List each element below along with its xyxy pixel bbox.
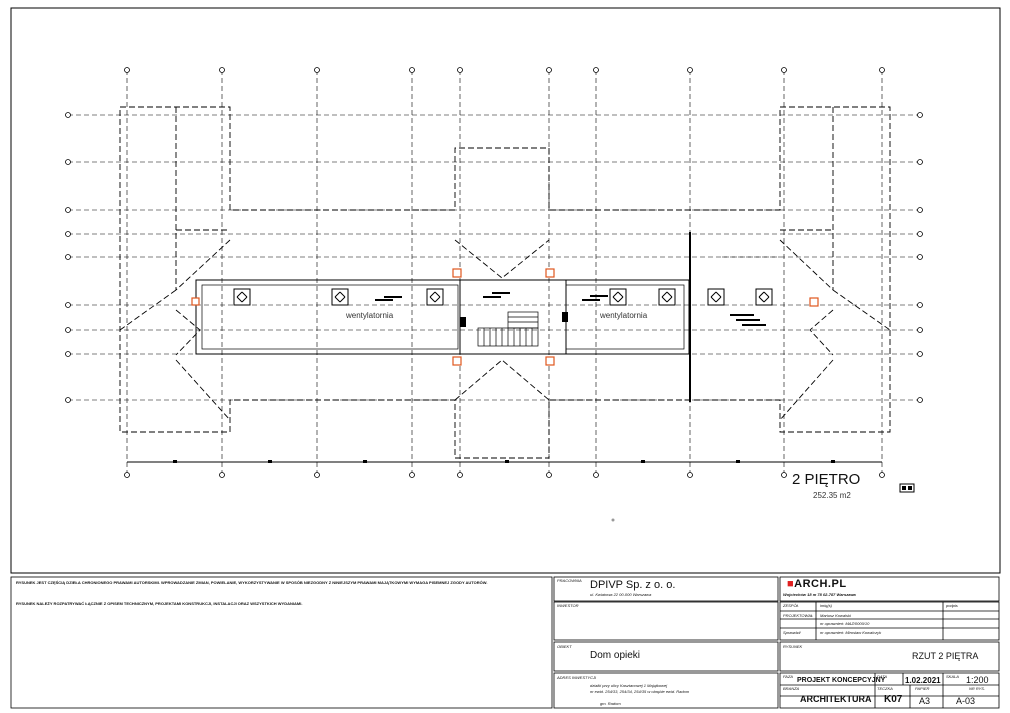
- grid-bubbles-side: [65, 112, 923, 403]
- projektowal-label: PROJEKTOWAŁ: [783, 613, 814, 618]
- pracownia-label: PRACOWNIA: [557, 578, 582, 583]
- room-label-right: wentylatornia: [599, 311, 648, 320]
- copyright-note: RYSUNEK JEST CZĘŚCIĄ DZIEŁA CHRONIONEGO …: [16, 580, 488, 585]
- adres-line-1: działki przy ulicy Kasztanowej 1 Majątko…: [590, 683, 668, 688]
- skala-label: SKALA: [946, 674, 959, 679]
- rysunek-value: RZUT 2 PIĘTRA: [912, 651, 979, 661]
- floor-area: 252.35 m2: [813, 491, 851, 500]
- staircase: [477, 311, 539, 347]
- grid-axes-vertical: [126, 70, 883, 475]
- room-label-left: wentylatornia: [345, 311, 394, 320]
- inwestor-label: INWESTOR: [557, 603, 579, 608]
- projektant-name: Mariusz Kowalski: [820, 613, 851, 618]
- adres-label: ADRES INWESTYCJI: [557, 675, 597, 680]
- imie-label: imię(ś): [820, 603, 832, 608]
- teczka-value: K07: [884, 694, 903, 705]
- faza-label: FAZA: [783, 674, 793, 679]
- scale-symbol: [899, 483, 915, 493]
- nr-label: NR RYS.: [969, 686, 986, 691]
- papier-label: PAPIER: [915, 686, 930, 691]
- ventilation-block: [195, 279, 690, 355]
- sprawdzajacy-name: nr uprawnień: Mirosław Kowalczyk: [820, 630, 882, 635]
- title-block: [10, 576, 1000, 709]
- branza-label: BRANŻA: [783, 686, 800, 691]
- roof-edge-ticks: [173, 460, 835, 463]
- obiekt-label: OBIEKT: [557, 644, 572, 649]
- vent-shafts: [233, 288, 773, 306]
- logo: ■ARCH.PL: [787, 578, 847, 590]
- logo-address: Wojciechów 18 m 78 02-787 Warszawa: [783, 592, 856, 597]
- teczka-label: TECZKA: [877, 686, 893, 691]
- data-value: 1.02.2021: [905, 676, 941, 685]
- faza-value: PROJEKT KONCEPCYJNY: [797, 677, 886, 684]
- floor-title: 2 PIĘTRO: [792, 471, 860, 488]
- projektant-upr: nr uprawnień: MAZ/0000/10: [820, 621, 870, 626]
- obiekt-value: Dom opieki: [590, 650, 641, 661]
- grid-bubbles: [124, 67, 885, 478]
- papier-value: A3: [919, 696, 931, 706]
- drawing-frame: [10, 7, 1001, 574]
- skala-value: 1:200: [966, 675, 989, 685]
- floor-plan: [65, 67, 923, 478]
- podpis-label: podpis: [946, 603, 958, 608]
- company-name: DPIVP Sp. z o. o.: [590, 579, 676, 591]
- sprawdzil-label: Sprawdził: [783, 630, 801, 635]
- annotation-marks: [375, 292, 766, 327]
- grid-axes-horizontal: [68, 114, 920, 401]
- company-address: ul. Kwiatowa 22 00-000 Warszawa: [590, 592, 652, 597]
- branza-value: ARCHITEKTURA: [800, 694, 872, 704]
- zespol-label: ZESPÓŁ: [783, 603, 799, 608]
- coordination-note: RYSUNEK NALEŻY ROZPATRYWAĆ ŁĄCZNIE Z OPI…: [16, 601, 303, 606]
- marker-dot: [611, 518, 615, 522]
- adres-line-2: nr ewid. 254/33, 254/34, 254/35 w obrębi…: [590, 689, 690, 694]
- building-outline: [119, 106, 891, 459]
- rysunek-label: RYSUNEK: [783, 644, 803, 649]
- nr-value: A-03: [956, 696, 976, 706]
- logo-text: ARCH.PL: [794, 578, 847, 590]
- adres-line-3: gm. Radom: [600, 701, 621, 706]
- data-label: DATA: [877, 674, 888, 679]
- logo-mark-icon: ■: [787, 578, 795, 590]
- columns: [191, 268, 819, 366]
